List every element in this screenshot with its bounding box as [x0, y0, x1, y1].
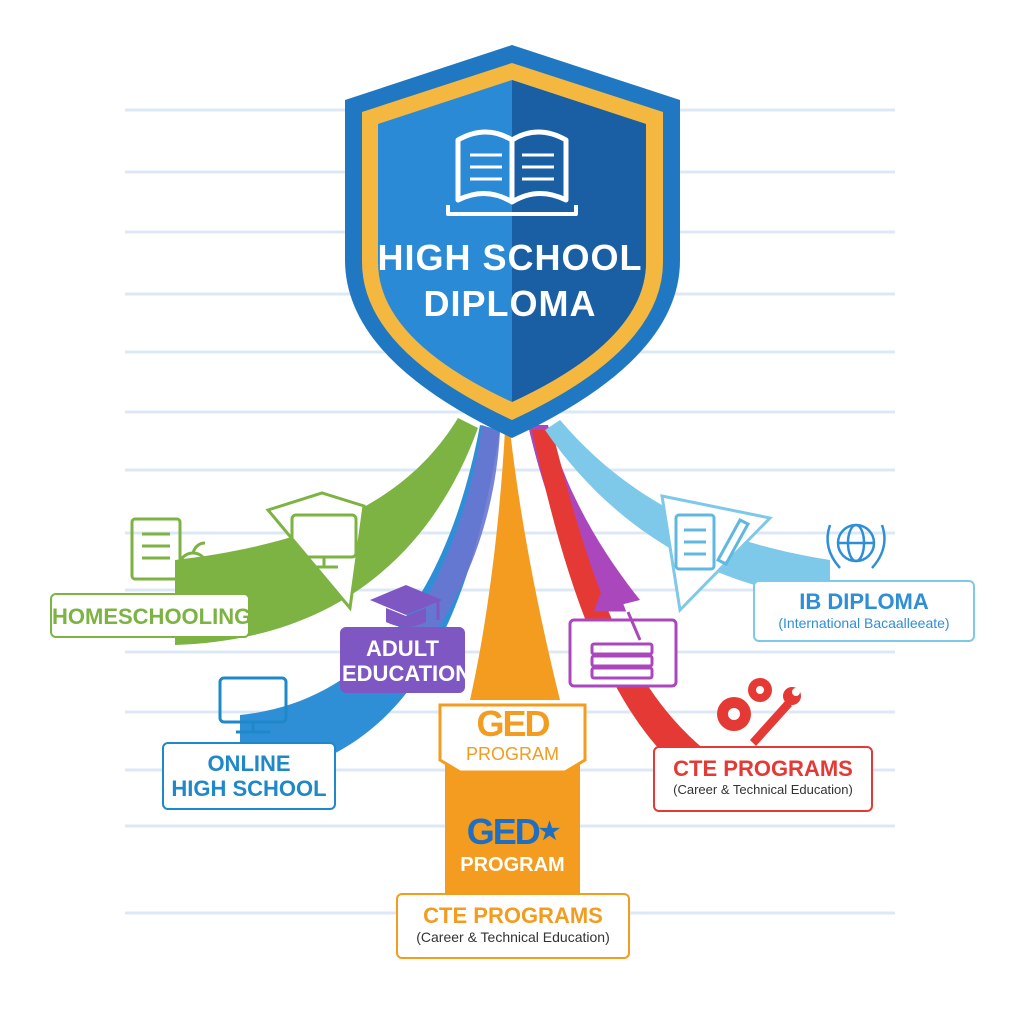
ged-column — [445, 760, 580, 896]
shield-title-line2: DIPLOMA — [423, 283, 597, 324]
ged-upper-tab — [438, 703, 587, 774]
book-apple-icon — [130, 517, 209, 583]
adult-education-label[interactable]: ADULT EDUCATION — [340, 627, 472, 693]
homeschooling-text: HOMESCHOOLING — [52, 604, 252, 629]
ged-program-upper[interactable]: GED PROGRAM — [445, 705, 580, 765]
cte-right-title: CTE PROGRAMS — [673, 756, 853, 781]
gears-wrench-icon — [717, 678, 801, 746]
adult-education-ribbon — [400, 425, 500, 640]
ib-title: IB DIPLOMA — [799, 589, 929, 614]
cte-right-subtitle: (Career & Technical Education) — [673, 781, 853, 797]
open-book-icon — [446, 129, 578, 216]
monitor-icon — [290, 513, 358, 569]
cte-bottom-title: CTE PROGRAMS — [423, 903, 603, 928]
ged-logo-upper: GED — [476, 703, 550, 744]
online-text-line2: HIGH SCHOOL — [171, 775, 327, 801]
notebook-pencil-icon — [674, 513, 751, 571]
cte-programs-right-label[interactable]: CTE PROGRAMS (Career & Technical Educati… — [653, 746, 873, 812]
homeschooling-label[interactable]: HOMESCHOOLING — [50, 593, 252, 638]
ged-logo-lower-text: GED — [466, 811, 541, 852]
globe-laurel-icon — [826, 523, 886, 569]
graduation-cap-icon — [370, 585, 442, 627]
ged-program-upper-text: PROGRAM — [465, 744, 559, 764]
ged-program-lower-text: PROGRAM — [460, 854, 565, 876]
online-monitor-icon — [218, 676, 288, 734]
ged-ribbon — [470, 430, 560, 700]
online-text-line1: ONLINE — [207, 751, 291, 776]
ged-program-lower[interactable]: GED★ PROGRAM — [445, 812, 580, 878]
desk-lamp-books-icon — [568, 592, 678, 688]
online-high-school-label[interactable]: ONLINE HIGH SCHOOL — [162, 742, 336, 810]
shield-title-line1: HIGH SCHOOL — [377, 237, 643, 278]
diploma-shield — [345, 45, 680, 438]
star-icon: ★ — [538, 818, 560, 845]
adult-text-line1: ADULT — [366, 636, 439, 661]
shield-title: HIGH SCHOOL DIPLOMA — [370, 235, 650, 327]
cte-bottom-subtitle: (Career & Technical Education) — [416, 928, 610, 945]
ib-ribbon — [545, 420, 830, 600]
ib-subtitle: (International Bacaalleeate) — [778, 614, 950, 631]
ged-logo-lower: GED★ — [445, 812, 580, 852]
cte-programs-bottom-label[interactable]: CTE PROGRAMS (Career & Technical Educati… — [396, 893, 630, 959]
ib-diploma-label[interactable]: IB DIPLOMA (International Bacaalleeate) — [753, 580, 975, 642]
cte-ribbon — [532, 430, 705, 770]
adult-text-line2: EDUCATION — [342, 660, 472, 686]
